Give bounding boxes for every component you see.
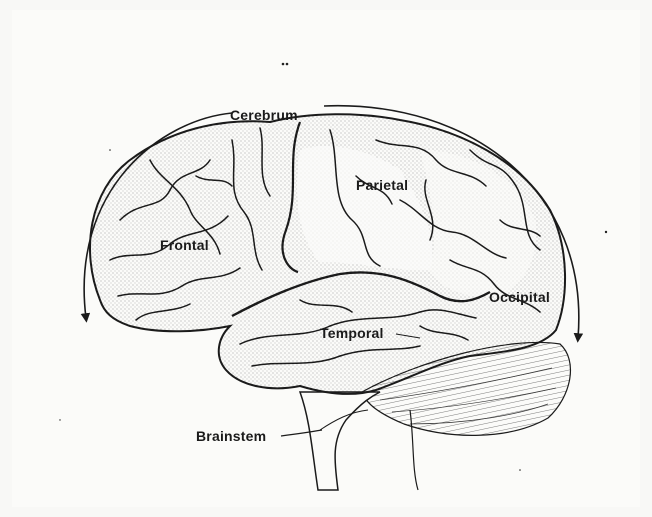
cerebrum	[90, 114, 565, 394]
label-temporal: Temporal	[320, 325, 384, 341]
label-parietal: Parietal	[356, 177, 408, 193]
label-occipital: Occipital	[489, 289, 550, 305]
label-cerebrum: Cerebrum	[230, 107, 298, 123]
label-brainstem: Brainstem	[196, 428, 266, 444]
label-frontal: Frontal	[160, 237, 209, 253]
